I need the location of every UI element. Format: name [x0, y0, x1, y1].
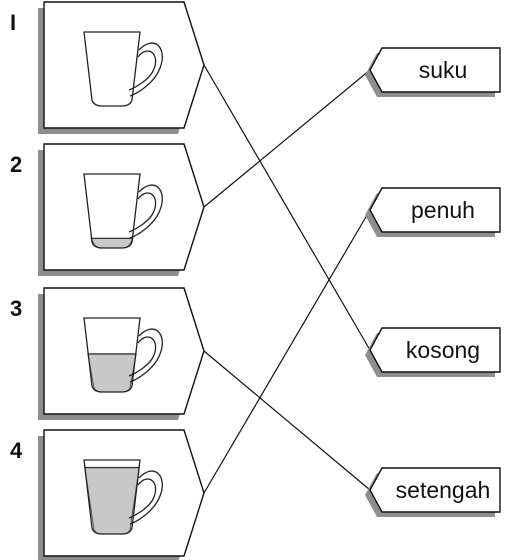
mug-icon [83, 173, 163, 249]
label-frame [369, 47, 501, 93]
label-text: suku [419, 57, 468, 83]
connection-line-3 [203, 350, 371, 491]
connection-line-4 [203, 209, 371, 494]
card-frame [43, 143, 205, 271]
mug-handle-outer [129, 184, 163, 239]
mug-card-3: 3 [10, 287, 205, 420]
item-number: 4 [10, 438, 23, 463]
mug-icon [83, 459, 163, 535]
connection-line-1 [203, 64, 371, 351]
mug-body [83, 173, 141, 249]
word-label-1: suku [365, 47, 501, 97]
card-frame [43, 1, 205, 129]
word-label-4: setengah [365, 467, 501, 517]
connection-line-2 [203, 69, 371, 208]
item-number: I [10, 10, 16, 35]
word-label-2: penuh [365, 187, 501, 237]
mug-handle-inner [128, 192, 157, 233]
item-number: 3 [10, 296, 22, 321]
mug-card-1: I [10, 1, 205, 134]
liquid-fill [87, 353, 137, 393]
mug-card-2: 2 [10, 143, 205, 276]
mug-handle-inner [128, 50, 157, 91]
mug-handle-inner [128, 336, 157, 377]
mug-cards: I 2 3 4 [10, 1, 205, 560]
label-text: kosong [406, 337, 480, 363]
card-frame [43, 287, 205, 415]
item-number: 2 [10, 152, 22, 177]
word-label-3: kosong [365, 327, 501, 377]
mug-handle-outer [129, 470, 163, 525]
liquid-fill [90, 237, 134, 249]
label-frame [369, 327, 501, 373]
mug-handle-outer [129, 328, 163, 383]
mug-handle-inner [128, 478, 157, 519]
label-text: penuh [411, 197, 475, 223]
word-labels: suku penuh kosong setengah [365, 47, 501, 517]
label-frame [369, 467, 501, 513]
mug-icon [83, 317, 163, 393]
label-frame [369, 187, 501, 233]
mug-body [83, 31, 141, 107]
mug-icon [83, 31, 163, 107]
mug-body [83, 317, 141, 393]
connection-lines [203, 64, 371, 494]
label-text: setengah [396, 477, 491, 503]
mug-card-4: 4 [10, 429, 205, 560]
mug-body [83, 459, 141, 535]
mug-handle-outer [129, 42, 163, 97]
